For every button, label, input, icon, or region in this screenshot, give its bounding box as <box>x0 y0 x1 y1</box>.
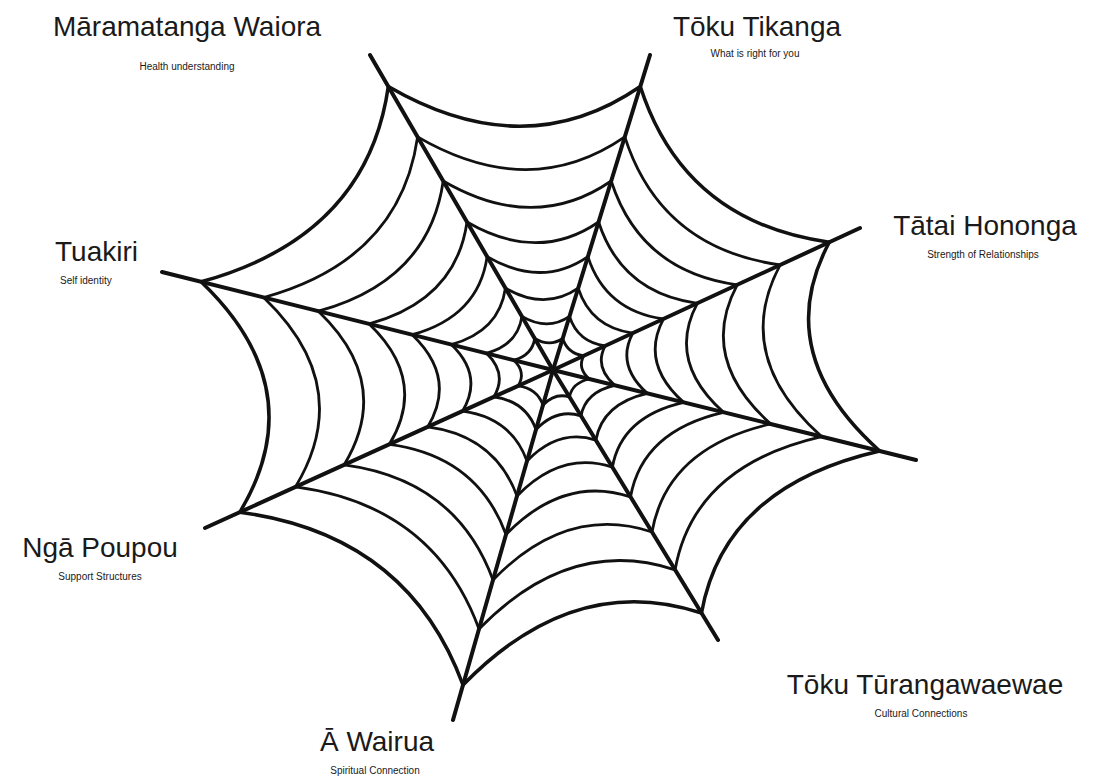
spoke-caption: Strength of Relationships <box>927 249 1039 260</box>
web-ring <box>451 288 647 461</box>
spoke-heading: Tōku Tikanga <box>673 12 841 43</box>
web-spoke <box>553 370 718 640</box>
spoke-caption: Spiritual Connection <box>330 765 420 776</box>
spoke-caption: Health understanding <box>139 61 234 72</box>
web-ring <box>201 87 880 686</box>
spoke-caption: Self identity <box>60 275 112 286</box>
web-ring <box>318 181 770 580</box>
spoke-caption: Support Structures <box>58 571 141 582</box>
spoke-heading: Tōku Tūrangawaewae <box>787 670 1064 701</box>
spoke-heading: Ā Wairua <box>320 727 434 758</box>
web-ring <box>487 316 615 429</box>
spoke-heading: Tātai Hononga <box>893 211 1077 242</box>
web-ring <box>264 137 822 629</box>
spoke-caption: Cultural Connections <box>875 708 968 719</box>
web-spoke <box>370 55 553 370</box>
web-spoke <box>162 272 553 370</box>
web-ring <box>514 339 589 406</box>
spoke-caption: What is right for you <box>711 48 800 59</box>
web-ring <box>369 222 723 535</box>
web-spoke <box>553 228 860 370</box>
spoke-heading: Tuakiri <box>55 237 138 268</box>
spoke-heading: Māramatanga Waiora <box>53 12 321 43</box>
web-ring <box>412 257 684 496</box>
spoke-heading: Ngā Poupou <box>22 533 178 564</box>
web-spoke <box>205 370 553 528</box>
